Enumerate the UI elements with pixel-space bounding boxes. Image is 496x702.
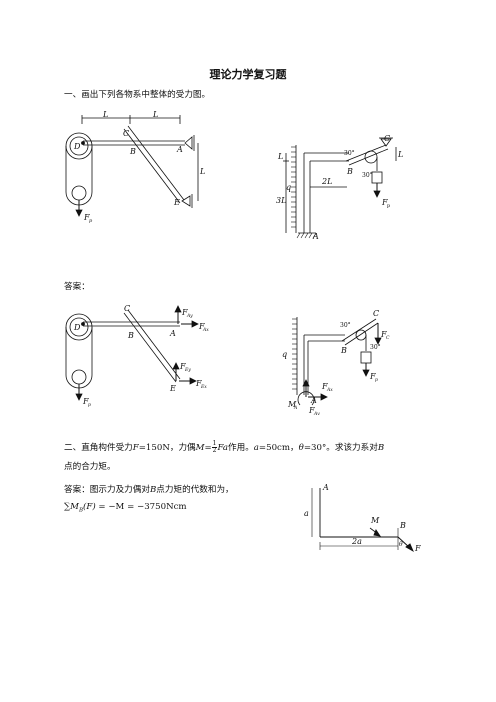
fig3-label-FEx: F xyxy=(195,379,202,388)
fig4-label-B: B xyxy=(340,346,347,355)
fig3-label-FEy: F xyxy=(179,362,186,371)
fig1-label-F: F xyxy=(83,213,90,222)
fig4-label-ang1: 30° xyxy=(340,322,351,329)
fig2-label-Ltop: L xyxy=(277,152,283,161)
fig1-label-E: E xyxy=(173,198,180,207)
fig4-label-Fpsub: p xyxy=(375,378,378,383)
fig1-label-B: B xyxy=(129,147,136,156)
fig2-label-C: C xyxy=(384,135,390,143)
fig1-label-Lv: L xyxy=(199,167,205,176)
fig5-label-F: F xyxy=(414,544,421,553)
fig4-label-Fp: F xyxy=(369,372,376,381)
fig2-label-B: B xyxy=(346,167,353,176)
fig4-label-FCsub: C xyxy=(386,335,390,341)
fig3-label-FExsub: Ex xyxy=(200,384,207,390)
fig4-label-C: C xyxy=(373,309,379,318)
page-title: 理论力学复习题 xyxy=(209,68,287,81)
fig3-label-FEysub: Ey xyxy=(184,367,191,373)
fig3-label-D: D xyxy=(73,323,81,332)
fig2-label-3L: 3L xyxy=(276,196,286,205)
fig3-label-E: E xyxy=(169,384,176,393)
fig3-label-B: B xyxy=(127,331,134,340)
question-1-answer-label: 答案： xyxy=(64,282,90,292)
fig3-label-C: C xyxy=(124,305,130,313)
fig4-label-MAsub: A xyxy=(293,405,298,411)
fig4-label-FAxsub: Ax xyxy=(326,387,333,393)
fig3-label-Fp: F xyxy=(82,397,89,406)
fig3-label-Fpsub: p xyxy=(88,403,91,408)
figure-4-fbd-bracket: C 30° F C q B 30° F p F Ax M A A F Ay xyxy=(282,309,390,415)
figure-1-truss-pulley: L L C D B A E L F p xyxy=(65,110,205,224)
fig4-label-A: A xyxy=(310,396,317,405)
fig2-label-F: F xyxy=(381,198,388,207)
fig4-label-FAysub: Ay xyxy=(313,411,320,415)
fig2-label-q: q xyxy=(286,183,291,192)
fig4-label-FAy: F xyxy=(308,406,315,415)
question-2-line-2: 点的合力矩。 xyxy=(64,462,116,472)
fig1-label-L1: L xyxy=(102,110,108,119)
question-2-answer: 答案：图示力及力偶对B点力矩的代数和为， xyxy=(64,485,234,495)
fig1-label-C: C xyxy=(123,129,129,138)
fig5-label-A: A xyxy=(322,483,329,492)
fig4-label-MA: M xyxy=(287,400,297,409)
fig4-label-FC: F xyxy=(380,330,387,339)
fig2-label-A: A xyxy=(312,232,319,241)
fig5-label-M: M xyxy=(370,516,380,525)
fig3-label-FAy: F xyxy=(181,308,188,317)
figure-3-fbd-truss: C D B A E F Ay F Ax F Ey F Ex F p xyxy=(65,305,209,408)
fig3-label-A: A xyxy=(169,329,176,338)
fig5-label-theta: θ xyxy=(399,541,403,548)
fig4-label-q: q xyxy=(282,350,287,359)
fig2-label-Lright: L xyxy=(397,150,403,159)
fig1-label-A: A xyxy=(176,145,183,154)
fig5-label-2a: 2a xyxy=(351,537,362,546)
fig4-label-ang2: 30° xyxy=(370,344,381,351)
question-2-formula: ∑MB(F) = −M = −3750Ncm xyxy=(64,502,187,514)
fig3-label-FAysub: Ay xyxy=(186,313,193,319)
fig2-label-ang1: 30° xyxy=(344,150,355,157)
figure-2-wall-bracket: C 30° L L q 2L B 30° 3L F p A xyxy=(276,135,403,241)
fig1-label-L2: L xyxy=(152,110,158,119)
fig2-label-ang2: 30° xyxy=(362,172,373,179)
fig1-label-D: D xyxy=(73,142,81,151)
fig2-label-2L: 2L xyxy=(321,177,332,186)
fig3-label-FAx: F xyxy=(198,322,205,331)
fig4-label-FAx: F xyxy=(321,382,328,391)
fig3-label-FAxsub: Ax xyxy=(202,327,209,333)
question-1-prompt: 一、画出下列各物系中整体的受力图。 xyxy=(64,90,211,100)
fig5-label-B: B xyxy=(399,521,406,530)
figure-5-right-angle-member: A a M B 2a θ F xyxy=(304,483,421,553)
fig1-label-Fsub: p xyxy=(89,218,93,224)
fig5-label-a: a xyxy=(304,509,309,518)
fig2-label-Fsub: p xyxy=(387,203,390,209)
